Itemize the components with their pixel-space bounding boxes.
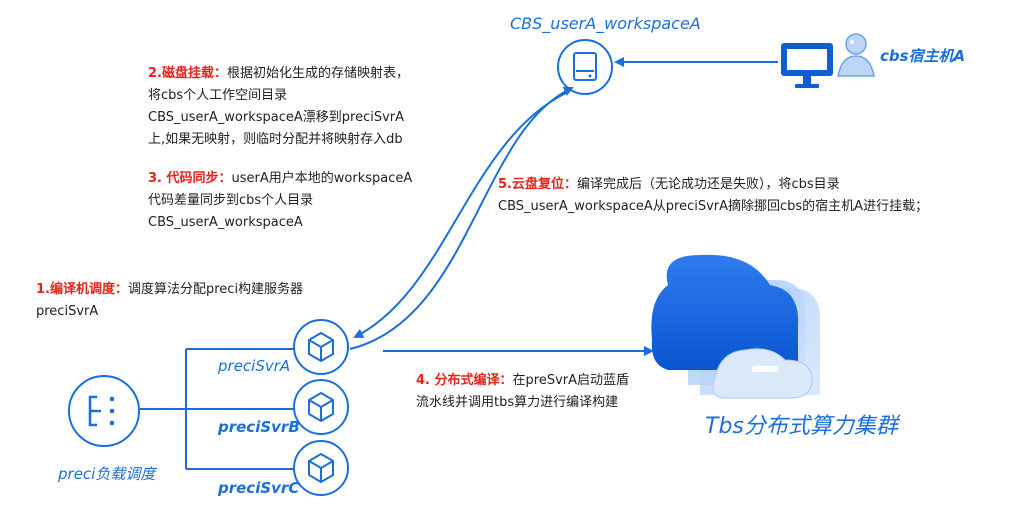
server-node-b [293, 379, 349, 435]
step-disk-reset-title: 5.云盘复位： [498, 177, 577, 192]
step-code-sync-line-2: 代码差量同步到cbs个人目录 [148, 193, 314, 208]
server-label-c: preciSvrC [218, 479, 300, 497]
cluster-label: Tbs分布式算力集群 [705, 414, 898, 439]
cloud-cluster-icon [651, 254, 820, 399]
step-disk-mount: 2.磁盘挂载：根据初始化生成的存储映射表， 将cbs个人工作空间目录 CBS_u… [148, 63, 409, 151]
workspace-disk-node [557, 39, 613, 95]
server-label-b: preciSvrB [218, 418, 300, 436]
step-disk-mount-line-3: CBS_userA_workspaceA漂移到preciSvrA [148, 110, 405, 125]
step-distributed-compile-line-2: 流水线并调用tbs算力进行编译构建 [416, 395, 619, 410]
step-code-sync-line-1: userA用户本地的workspaceA [231, 171, 413, 186]
workspace-title: CBS_userA_workspaceA [510, 14, 701, 33]
step-code-sync-title: 3. 代码同步： [148, 171, 232, 186]
step-code-sync: 3. 代码同步：userA用户本地的workspaceA 代码差量同步到cbs个… [148, 168, 412, 234]
scheduler-connectors [140, 348, 294, 470]
server-label-a: preciSvrA [218, 357, 291, 375]
host-label: cbs宿主机A [880, 47, 966, 65]
step-disk-reset-line-2: CBS_userA_workspaceA从preciSvrA摘除挪回cbs的宿主… [498, 199, 929, 214]
mount-arrow [353, 91, 569, 338]
step-disk-reset-line-1: 编译完成后（无论成功还是失败），将cbs目录 [576, 177, 840, 192]
step-disk-mount-line-4: 上,如果无映射，则临时分配并将映射存入db [148, 132, 403, 147]
step-scheduling-line-1: 调度算法分配preci构建服务器 [127, 282, 304, 297]
step-disk-reset: 5.云盘复位：编译完成后（无论成功还是失败），将cbs目录 CBS_userA_… [498, 174, 928, 218]
monitor-icon [781, 43, 833, 88]
step-distributed-compile: 4. 分布式编译：在preSvrA启动蓝盾 流水线并调用tbs算力进行编译构建 [416, 370, 629, 414]
load-balancer-node [68, 375, 140, 447]
step-disk-mount-line-2: 将cbs个人工作空间目录 [148, 88, 288, 103]
step-disk-mount-line-1: 根据初始化生成的存储映射表， [226, 66, 409, 81]
load-balancer-label: preci负载调度 [58, 465, 156, 483]
reset-arrow [349, 86, 574, 350]
step-distributed-compile-line-1: 在preSvrA启动蓝盾 [512, 373, 630, 388]
step-scheduling: 1.编译机调度：调度算法分配preci构建服务器 preciSvrA [36, 279, 303, 323]
user-icon [837, 33, 875, 77]
step-distributed-compile-title: 4. 分布式编译： [416, 373, 513, 388]
step-scheduling-title: 1.编译机调度： [36, 282, 128, 297]
step-scheduling-line-2: preciSvrA [36, 304, 99, 319]
step-code-sync-line-3: CBS_userA_workspaceA [148, 215, 303, 230]
server-node-c [293, 440, 349, 496]
server-node-a [293, 319, 349, 375]
step-disk-mount-title: 2.磁盘挂载： [148, 66, 227, 81]
